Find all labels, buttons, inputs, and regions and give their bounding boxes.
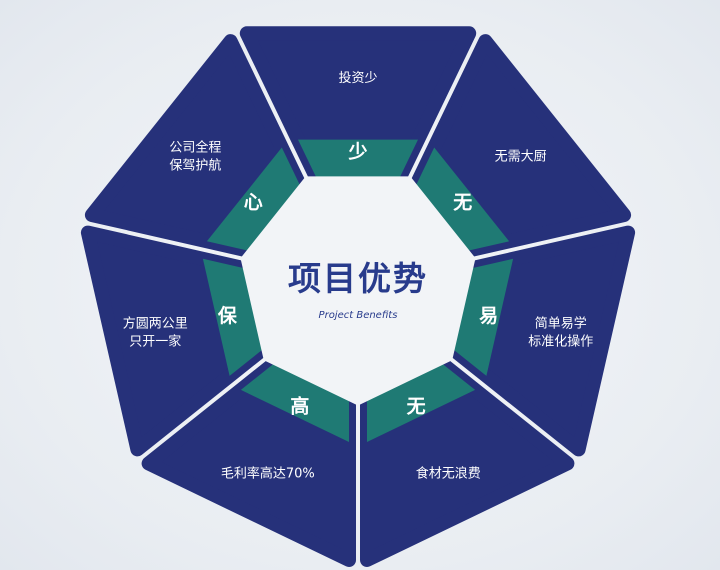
segment-label: 投资少 [338, 70, 377, 86]
segment-label: 毛利率高达70% [221, 465, 315, 481]
segment-label: 方圆两公里 [123, 315, 188, 331]
segment-key-char: 保 [217, 304, 238, 327]
segment-label: 食材无浪费 [416, 465, 481, 481]
center-hub: 项目优势 Project Benefits [240, 176, 476, 405]
center-subtitle: Project Benefits [319, 310, 398, 321]
segment-label: 简单易学 [535, 315, 587, 331]
segment-label: 只开一家 [129, 333, 181, 349]
segment-label: 无需大厨 [495, 149, 547, 164]
segment-key-char: 高 [290, 395, 309, 418]
segment-key-char: 无 [407, 396, 426, 418]
segment-key-char: 无 [453, 192, 472, 214]
inner-segment [206, 147, 305, 253]
segment-label: 公司全程 [169, 139, 221, 155]
inner-segment [298, 139, 418, 187]
segment-label: 标准化操作 [528, 333, 593, 349]
segment-key-char: 少 [347, 141, 367, 163]
center-heptagon [240, 176, 476, 405]
inner-segment [411, 147, 510, 253]
segment-key-char: 易 [479, 305, 498, 327]
segment-key-char: 心 [244, 192, 263, 214]
segment-label: 保驾护航 [169, 157, 221, 173]
center-title: 项目优势 [288, 259, 428, 298]
